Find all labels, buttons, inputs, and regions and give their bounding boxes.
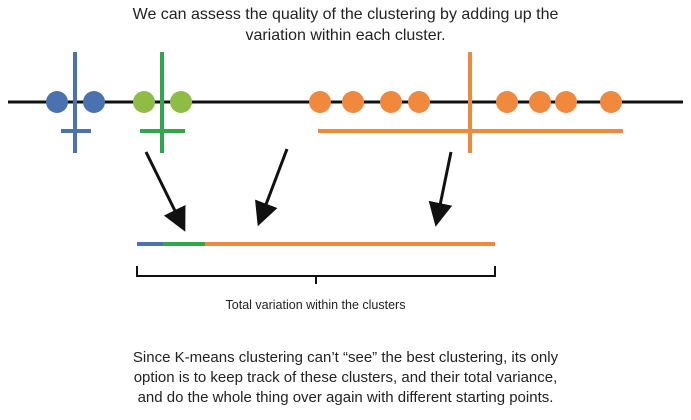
orange-data-point: [529, 91, 551, 113]
arrow-right: [428, 151, 453, 227]
orange-data-point: [600, 91, 622, 113]
blue-data-point: [46, 91, 68, 113]
footer-line-3: and do the whole thing over again with d…: [137, 389, 554, 406]
footer-line-2: option is to keep track of these cluster…: [133, 369, 558, 386]
bracket-label: Total variation within the clusters: [225, 298, 406, 312]
orange-data-point: [342, 91, 364, 113]
heading-line-2: variation within each cluster.: [245, 27, 446, 44]
green-data-point: [133, 91, 155, 113]
green-data-point: [170, 91, 192, 113]
total-bracket: [136, 266, 496, 284]
orange-data-point: [380, 91, 402, 113]
orange-data-point: [496, 91, 518, 113]
heading-caption: We can assess the quality of the cluster…: [60, 4, 631, 46]
arrow-left: [144, 151, 186, 232]
orange-data-point: [309, 91, 331, 113]
orange-data-point: [555, 91, 577, 113]
orange-data-point: [408, 91, 430, 113]
blue-data-point: [83, 91, 105, 113]
heading-line-1: We can assess the quality of the cluster…: [132, 6, 559, 23]
footer-line-1: Since K-means clustering can’t “see” the…: [132, 349, 559, 366]
arrow-middle: [255, 148, 289, 227]
footer-caption: Since K-means clustering can’t “see” the…: [55, 348, 636, 408]
